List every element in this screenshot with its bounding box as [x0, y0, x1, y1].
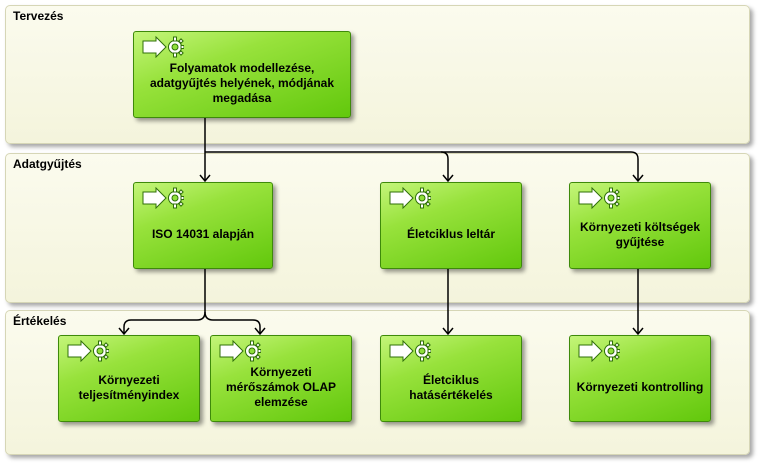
- lane-planning: Tervezés: [5, 5, 750, 144]
- process-label: Környezeti költségek gyűjtése: [579, 219, 701, 249]
- process-controlling[interactable]: Környezeti kontrolling: [569, 335, 711, 422]
- arrowhead-lca-impact: [442, 327, 454, 336]
- process-arrow-gear-icon: [389, 340, 431, 362]
- process-label: Környezeti kontrolling: [576, 380, 704, 394]
- arrowhead-index: [118, 327, 130, 336]
- arrowhead-controlling: [632, 327, 644, 336]
- connector-modeling-lca: [205, 151, 449, 180]
- process-arrow-gear-icon: [67, 340, 109, 362]
- lane-title-evaluation: Értékelés: [13, 314, 67, 328]
- process-modeling[interactable]: Folyamatok modellezése, adatgyűjtés hely…: [133, 31, 351, 118]
- lane-title-planning: Tervezés: [13, 9, 64, 23]
- process-arrow-gear-icon: [389, 187, 431, 209]
- process-label: Életciklus hatásértékelés: [409, 372, 493, 402]
- process-arrow-gear-icon: [142, 36, 184, 58]
- connector-iso-olap: [204, 311, 261, 333]
- process-arrow-gear-icon: [142, 187, 184, 209]
- process-arrow-gear-icon: [219, 340, 261, 362]
- process-label: Életciklus leltár: [406, 227, 496, 241]
- arrowhead-cost: [632, 174, 644, 183]
- process-label: Környezeti mérőszámok OLAP elemzése: [225, 365, 337, 409]
- process-cost-collection[interactable]: Környezeti költségek gyűjtése: [569, 182, 711, 269]
- lane-title-data-collection: Adatgyűjtés: [13, 157, 82, 171]
- process-iso[interactable]: ISO 14031 alapján: [133, 182, 273, 269]
- process-olap[interactable]: Környezeti mérőszámok OLAP elemzése: [210, 335, 352, 422]
- connector-modeling-cost: [441, 151, 639, 180]
- arrowhead-olap: [254, 327, 266, 336]
- process-arrow-gear-icon: [578, 340, 620, 362]
- process-arrow-gear-icon: [578, 187, 620, 209]
- process-lca-inventory[interactable]: Életciklus leltár: [380, 182, 522, 269]
- process-label: Folyamatok modellezése, adatgyűjtés hely…: [149, 61, 335, 105]
- process-label: Környezeti teljesítményindex: [78, 372, 180, 402]
- connector-iso-index: [123, 267, 206, 333]
- process-performance-index[interactable]: Környezeti teljesítményindex: [58, 335, 200, 422]
- process-lca-impact[interactable]: Életciklus hatásértékelés: [380, 335, 522, 422]
- arrowhead-lca: [442, 174, 454, 183]
- process-label: ISO 14031 alapján: [151, 227, 255, 241]
- arrowhead-iso: [199, 174, 211, 183]
